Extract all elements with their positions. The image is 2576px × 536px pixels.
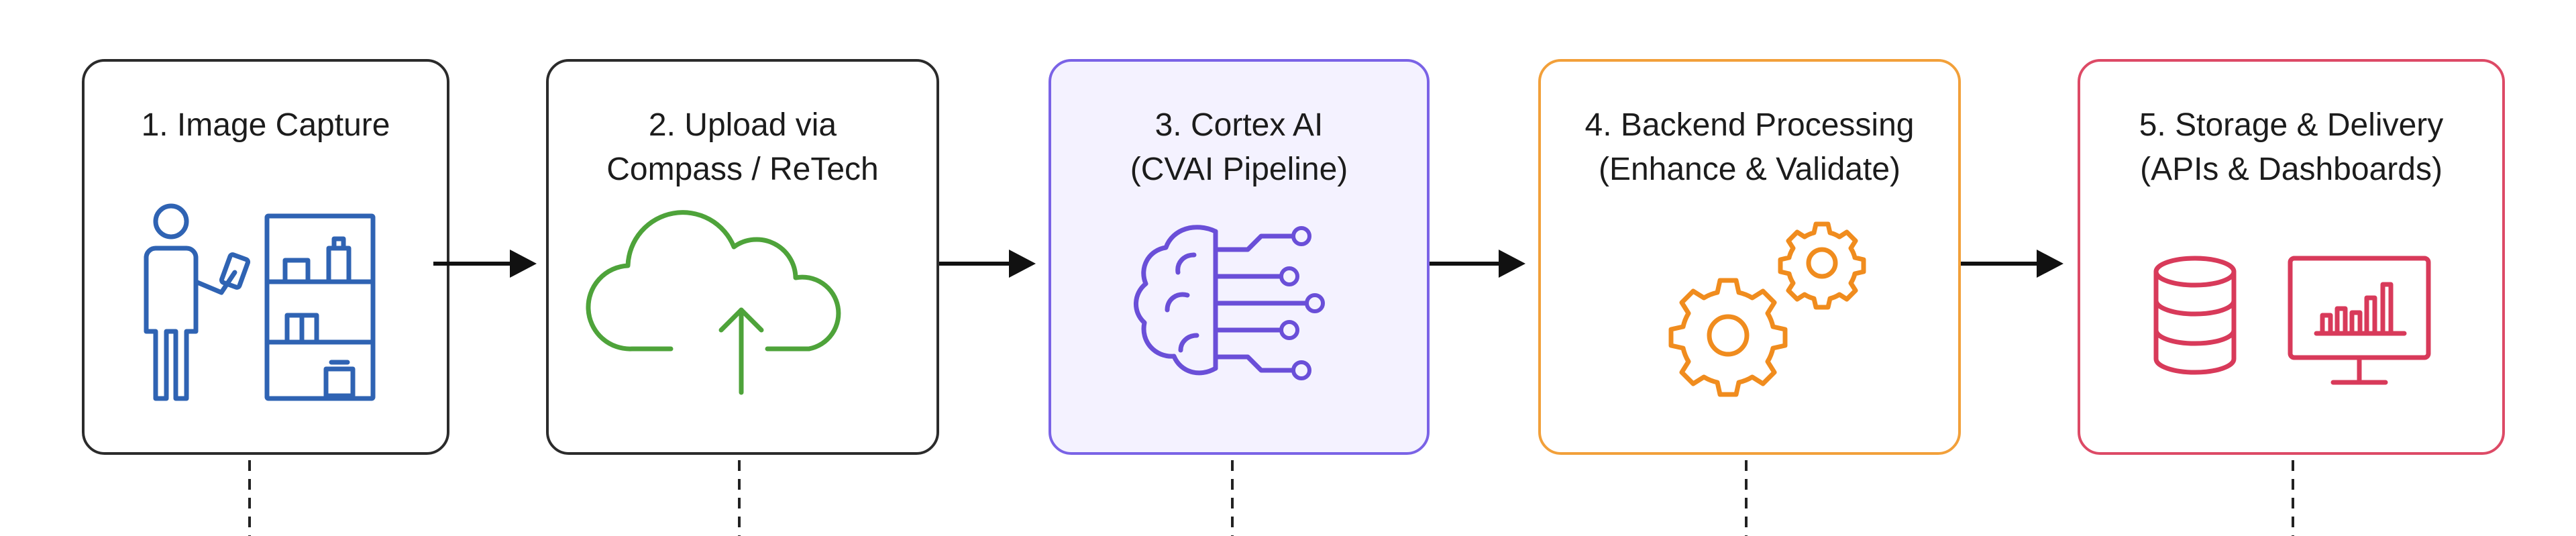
step-title: 5. Storage & Delivery (APIs & Dashboards… xyxy=(2139,107,2444,187)
arrow-4-to-5 xyxy=(1961,250,2063,278)
step-title: 4. Backend Processing (Enhance & Validat… xyxy=(1585,107,1915,187)
arrow-1-to-2 xyxy=(433,250,537,278)
step-box-backend-processing: 4. Backend Processing (Enhance & Validat… xyxy=(1538,59,1961,455)
step-box-cortex-ai: 3. Cortex AI (CVAI Pipeline) xyxy=(1049,59,1430,455)
step-title: 2. Upload via Compass / ReTech xyxy=(606,107,879,187)
step-title: 1. Image Capture xyxy=(141,107,390,143)
step-box-upload: 2. Upload via Compass / ReTech xyxy=(546,59,939,455)
arrow-3-to-4 xyxy=(1430,250,1525,278)
step-title: 3. Cortex AI (CVAI Pipeline) xyxy=(1130,107,1348,187)
step-box-storage-delivery: 5. Storage & Delivery (APIs & Dashboards… xyxy=(2078,59,2505,455)
arrow-2-to-3 xyxy=(939,250,1036,278)
